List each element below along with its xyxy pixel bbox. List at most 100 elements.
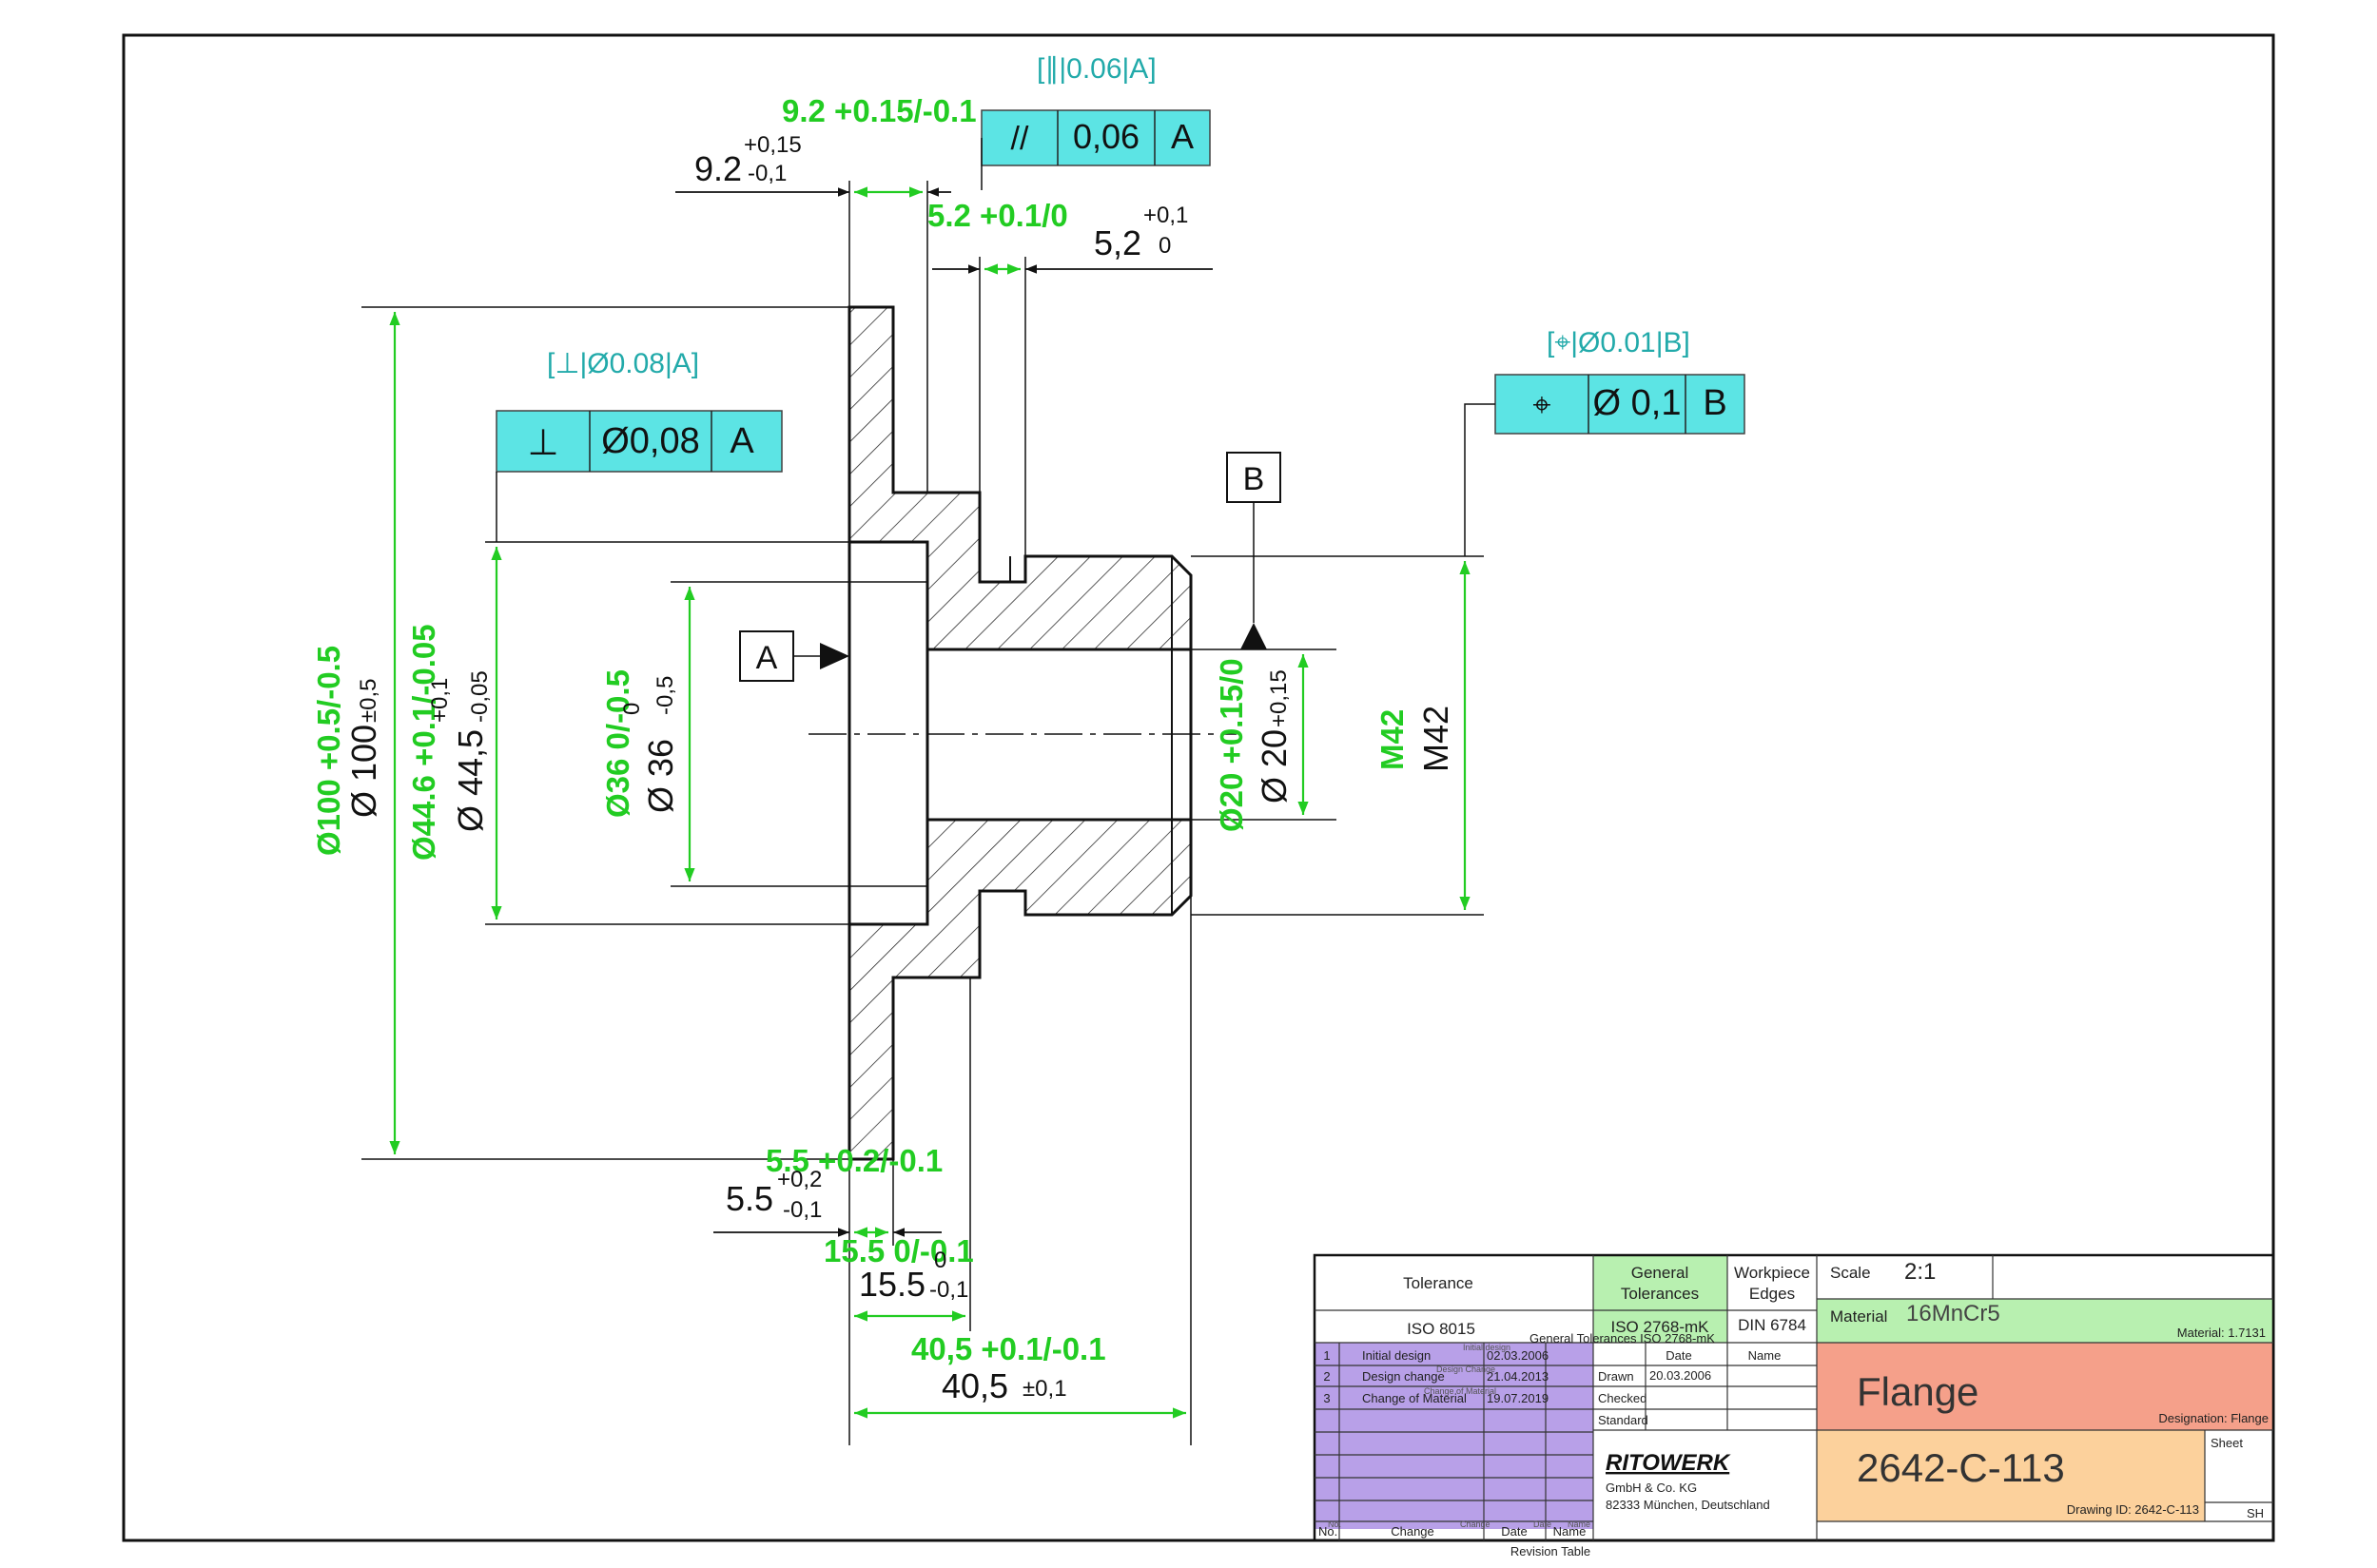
rev-tiny-date: Date — [1533, 1520, 1551, 1529]
extension-lines — [361, 181, 1484, 1445]
tb-general-value: ISO 2768-mK — [1611, 1318, 1710, 1336]
dim-m42-green: M42 — [1374, 709, 1410, 770]
rev-row-2-no: 2 — [1323, 1369, 1330, 1384]
fcf-position-symbol: ⌖ — [1532, 387, 1550, 423]
tb-edges-value: DIN 6784 — [1738, 1316, 1806, 1334]
tb-designation-caption: Designation: Flange — [2158, 1411, 2269, 1425]
dim-l55-tol-lo: -0,1 — [783, 1197, 822, 1223]
dim-l52-tol-up: +0,1 — [1143, 203, 1188, 228]
rev-row-2-change: Design change — [1362, 1369, 1445, 1384]
dim-l55-tol-up: +0,2 — [777, 1167, 822, 1192]
tb-general-header-1: General — [1631, 1264, 1688, 1282]
rev-row-3-date: 19.07.2019 — [1487, 1391, 1549, 1405]
dim-d100: Ø100 +0.5/-0.5 Ø 100 ±0,5 — [311, 646, 383, 856]
tb-designation: Flange — [1857, 1369, 1978, 1414]
dim-l52-tol-lo: 0 — [1159, 233, 1171, 259]
fcf-position: [⌖|Ø0.01|B] ⌖ Ø 0,1 B — [1464, 327, 1745, 556]
dim-d100-black: Ø 100 — [344, 725, 383, 818]
fcf-parallel-symbol: // — [1011, 121, 1029, 157]
fcf-parallel-datum: A — [1171, 117, 1194, 156]
dim-l155-tol-lo: -0,1 — [929, 1277, 968, 1303]
rev-name-header: Name — [1553, 1524, 1587, 1539]
dim-l92-tol-up: +0,15 — [744, 132, 802, 158]
tb-scale-label: Scale — [1830, 1264, 1871, 1282]
dim-d446-black: Ø 44,5 — [451, 729, 490, 832]
tb-drawing-id: 2642-C-113 — [1857, 1445, 2065, 1490]
dim-d36: Ø36 0/-0.5 Ø 36 0 -0,5 — [600, 669, 680, 818]
rev-row-3-no: 3 — [1323, 1391, 1330, 1405]
tb-company-logo: RITOWERK — [1606, 1450, 1731, 1476]
dim-d36-black: Ø 36 — [641, 739, 680, 813]
tb-material-caption: Material: 1.7131 — [2177, 1326, 2266, 1340]
rev-tiny-no: No. — [1328, 1520, 1341, 1529]
rev-row-3-small: Change of Material — [1424, 1386, 1496, 1396]
datum-a-label: A — [756, 640, 778, 676]
dim-d20-green: Ø20 +0.15/0 — [1214, 658, 1249, 832]
dim-m42-black: M42 — [1416, 706, 1455, 772]
dim-l155-tol-up: 0 — [934, 1248, 946, 1273]
dim-d100-tol: ±0,5 — [356, 678, 381, 723]
tb-tolerance-header: Tolerance — [1403, 1274, 1473, 1292]
tb-drawn-date: 20.03.2006 — [1649, 1368, 1711, 1383]
tb-sheet-label: Sheet — [2211, 1436, 2243, 1450]
tb-material-label: Material — [1830, 1307, 1887, 1326]
dim-l92-green: 9.2 +0.15/-0.1 — [782, 93, 977, 128]
fcf-parallel: [∥|0.06|A] // 0,06 A — [981, 53, 1211, 190]
dim-l52-black: 5,2 — [1094, 223, 1141, 262]
tb-company-line1: GmbH & Co. KG — [1606, 1481, 1697, 1495]
dim-d446-green: Ø44.6 +0.1/-0.05 — [406, 624, 441, 861]
rev-tiny-name: Name — [1568, 1520, 1590, 1529]
dim-l92: 9.2 +0.15/-0.1 9.2 +0,15 -0,1 — [694, 93, 977, 188]
dim-l405-green: 40,5 +0.1/-0.1 — [911, 1331, 1106, 1366]
flange-part — [809, 305, 1237, 1161]
dimension-lines — [675, 187, 1213, 1237]
dim-d446-tol-up: +0,1 — [427, 678, 453, 723]
tb-company-line2: 82333 München, Deutschland — [1606, 1498, 1770, 1512]
dim-l92-black: 9.2 — [694, 149, 742, 188]
dim-l92-tol-lo: -0,1 — [748, 161, 787, 186]
dim-d20-black: Ø 20 — [1255, 729, 1294, 803]
tb-sheet-value: SH — [2247, 1506, 2264, 1520]
tb-drawn-label: Drawn — [1598, 1369, 1634, 1384]
rev-date-header: Date — [1501, 1524, 1527, 1539]
rev-change-header: Change — [1391, 1524, 1434, 1539]
datum-b-label: B — [1243, 461, 1265, 497]
dim-l52-green: 5.2 +0.1/0 — [927, 198, 1068, 233]
tb-edges-header-2: Edges — [1749, 1285, 1795, 1303]
fcf-parallel-value: 0,06 — [1073, 117, 1140, 156]
dim-l155: 15.5 0/-0.1 15.5 0 -0,1 — [824, 1233, 974, 1304]
dim-d20-tol: +0,15 — [1266, 669, 1292, 727]
tb-date-header: Date — [1666, 1348, 1691, 1363]
datum-a: A — [739, 630, 849, 682]
dim-l405-black: 40,5 — [942, 1366, 1008, 1405]
datum-b: B — [1226, 452, 1281, 649]
fcf-position-value: Ø 0,1 — [1593, 383, 1682, 423]
tb-scale-value: 2:1 — [1904, 1259, 1936, 1285]
fcf-perp-value: Ø0,08 — [601, 421, 700, 461]
rev-row-1-change: Initial design — [1362, 1348, 1431, 1363]
rev-no-header: No. — [1318, 1524, 1337, 1539]
title-block: Tolerance ISO 8015 General Tolerances IS… — [1313, 1253, 2275, 1558]
dim-l55-green: 5.5 +0.2/-0.1 — [766, 1143, 943, 1178]
tb-general-caption: General Tolerances ISO 2768-mK — [1529, 1331, 1715, 1345]
tb-edges-header-1: Workpiece — [1734, 1264, 1810, 1282]
tb-general-header-2: Tolerances — [1621, 1285, 1699, 1303]
sheet-border — [122, 33, 2275, 1542]
tb-standard-label: Standard — [1598, 1413, 1648, 1427]
dim-d36-green: Ø36 0/-0.5 — [600, 669, 635, 818]
flange-hatch-lower — [848, 818, 1193, 1161]
dim-d36-tol-lo: -0,5 — [653, 676, 678, 715]
dim-l55-black: 5.5 — [726, 1179, 773, 1218]
dim-l52: 5.2 +0.1/0 5,2 +0,1 0 — [927, 198, 1188, 262]
dim-d446-tol-lo: -0,05 — [467, 670, 493, 723]
dim-l405-tol: ±0,1 — [1023, 1376, 1067, 1402]
tb-checked-label: Checked — [1598, 1391, 1646, 1405]
dim-d100-green: Ø100 +0.5/-0.5 — [311, 646, 346, 856]
rev-row-2-date: 21.04.2013 — [1487, 1369, 1549, 1384]
fcf-perp-symbol: ⊥ — [527, 423, 558, 463]
fcf-perp: [⊥|Ø0.08|A] ⊥ Ø0,08 A — [496, 348, 783, 542]
rev-row-1-small: Initial design — [1463, 1343, 1510, 1352]
rev-row-1-no: 1 — [1323, 1348, 1330, 1363]
